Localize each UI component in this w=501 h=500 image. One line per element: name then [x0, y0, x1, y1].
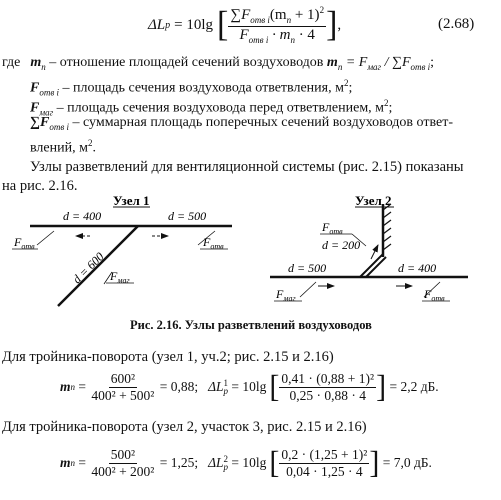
figure-2-16: Узел 1 d = 400 d = 500 d = 600 Fотв Fотв…	[12, 196, 468, 307]
eq-lhs-sub: p	[165, 19, 171, 31]
node2-branch-duct-a	[359, 253, 384, 278]
node2-branch-duct-b	[365, 256, 387, 278]
def-line-4: ∑Fотв i – суммарная площадь поперечных с…	[30, 115, 453, 132]
eq-numerator: ∑Fотв i(mn + 1)2	[228, 5, 327, 27]
node2-fmag: Fмаг	[275, 287, 296, 303]
node1-fotv-right: Fотв	[202, 235, 224, 251]
node-2: Узел 2 Fотв d = 200 d = 500 d = 400 Fмаг…	[270, 196, 468, 303]
node2-arrow-up	[370, 244, 379, 260]
def-line-2: Fотв i – площадь сечения воздуховода отв…	[30, 78, 353, 98]
eq-denominator: Fотв i · mn · 4	[239, 26, 315, 45]
intro-line-2: на рис. 2.16.	[2, 178, 78, 194]
node1-d-right: d = 500	[168, 209, 206, 223]
node2-d-right: d = 400	[398, 261, 436, 275]
right-bracket: ]	[326, 5, 338, 44]
node1-fotv-left: Fотв	[13, 235, 35, 251]
eq-lhs: ΔL	[148, 16, 166, 33]
node1-title: Узел 1	[113, 196, 150, 208]
calc1-m-fraction: 600² 400² + 500²	[91, 370, 155, 403]
left-bracket: [	[217, 5, 229, 44]
eq-fraction: ∑Fотв i(mn + 1)2 Fотв i · mn · 4	[228, 5, 327, 45]
intro-line-1: Узлы разветвлений для вентиляционной сис…	[30, 159, 464, 175]
def-line-3: Fмаг – площадь сечения воздуховода перед…	[30, 98, 393, 118]
node2-title: Узел 2	[355, 196, 392, 208]
eq-equals-lg: = 10lg	[174, 16, 214, 33]
node-1: Узел 1 d = 400 d = 500 d = 600 Fотв Fотв…	[12, 196, 232, 307]
def-line-5: влений, м2.	[30, 138, 96, 156]
node2-riser-hatch	[382, 203, 392, 251]
node1-diagonal-duct	[57, 225, 139, 307]
calc1-dl-fraction: 0,41 · (0,88 + 1)² 0,25 · 0,88 · 4	[279, 370, 377, 403]
node1-fotv-right-underline	[197, 230, 216, 246]
calc1-heading: Для тройника-поворота (узел 1, уч.2; рис…	[2, 349, 334, 365]
node1-fotv-left-underline	[36, 230, 55, 246]
node2-fotv-top: Fотв	[321, 220, 343, 236]
node2-fotv-right-leader	[423, 281, 441, 298]
calc2-heading: Для тройника-поворота (узел 2, участок 3…	[2, 419, 367, 435]
figure-caption: Рис. 2.16. Узлы разветвлений воздуховодо…	[130, 318, 372, 332]
node2-d-left: d = 500	[288, 261, 326, 275]
node1-d-left: d = 400	[63, 209, 101, 223]
calc2-m-fraction: 500² 400² + 200²	[91, 446, 155, 479]
node1-fmag: Fмаг	[109, 269, 130, 285]
node2-fotv-right: Fотв	[423, 287, 445, 303]
node2-d-top: d = 200	[322, 238, 360, 252]
calc2-dl-fraction: 0,2 · (1,25 + 1)² 0,04 · 1,25 · 4	[279, 446, 370, 479]
node1-fmag-leader	[103, 271, 113, 285]
node1-d-diag: d = 600	[70, 249, 107, 286]
equation-number: (2.68)	[438, 16, 475, 32]
node2-fmag-leader	[299, 281, 317, 298]
